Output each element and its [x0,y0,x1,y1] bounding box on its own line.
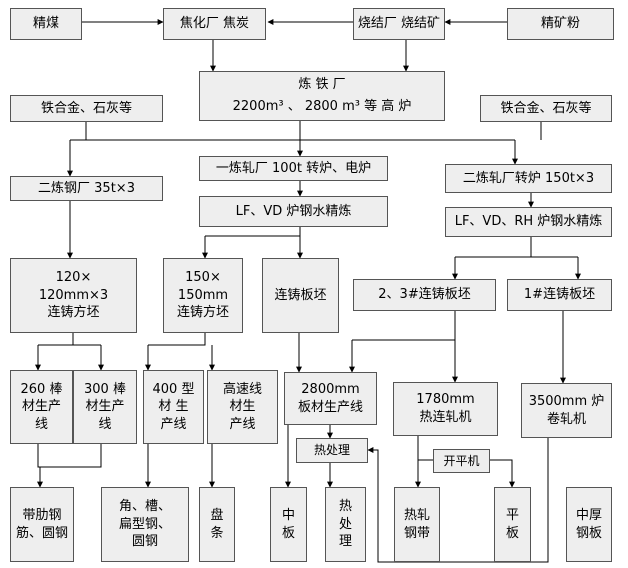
connector-refine-right-split [455,237,532,258]
node-heat-treat: 热处理 [296,438,368,463]
node-coking: 焦化厂 焦炭 [163,8,266,40]
arrow-mill3500-heat [367,438,549,563]
connector-billet150-split [148,333,206,346]
node-mill-highspeed: 高速线 材生 产线 [207,370,278,444]
node-label: 1780mm 热连轧机 [416,392,475,425]
node-mill1780: 1780mm 热连轧机 [393,382,498,436]
node-label: 连铸板坯 [274,287,327,303]
node-label: 焦化厂 焦炭 [179,16,250,32]
node-jingkuangfen: 精矿粉 [507,8,614,40]
node-label: 角、槽、 扁型钢、 圆钢 [118,499,171,550]
node-label: 150× 150mm 连铸方坯 [176,270,229,321]
node-billet120: 120× 120mm×3 连铸方坯 [10,258,137,333]
node-ironworks: 炼 铁 厂 2200m³ 、 2800 m³ 等 高 炉 [199,71,445,121]
node-slab-2-3: 2、3#连铸板坯 [353,279,496,311]
node-jingmei: 精煤 [10,8,82,40]
node-label: 一炼轧厂 100t 转炉、电炉 [215,160,372,176]
node-label: 二炼轧厂转炉 150t×3 [462,170,595,186]
node-prod-flat: 平 板 [494,487,531,562]
node-prod-thick: 中厚 钢板 [566,487,612,562]
node-label: 120× 120mm×3 连铸方坯 [38,270,109,321]
node-plant1: 一炼轧厂 100t 转炉、电炉 [199,156,388,181]
node-slab-1: 1#连铸板坯 [507,279,612,311]
node-prod-hotstrip: 热轧 钢带 [394,487,440,562]
node-label: 热 处 理 [338,499,352,550]
node-label: 带肋钢 筋、圆钢 [15,507,68,541]
node-label: 3500mm 炉 卷轧机 [528,393,605,427]
node-label: 二炼钢厂 35t×3 [38,180,135,196]
node-prod-plate: 中 板 [270,487,307,562]
node-label: 平 板 [505,507,519,541]
node-prod-rebar: 带肋钢 筋、圆钢 [10,487,74,562]
connector-ironworks-split [70,121,301,141]
node-label: 热处理 [313,443,350,458]
node-prod-heat: 热 处 理 [325,487,366,562]
node-label: 高速线 材生 产线 [222,381,262,432]
node-label: LF、VD、RH 炉钢水精炼 [454,214,603,230]
node-mill260: 260 棒 材生产 线 [10,370,73,444]
node-label: 2、3#连铸板坯 [378,287,471,303]
node-leveler: 开平机 [433,449,490,473]
node-label: 400 型 材 生 产线 [152,381,195,432]
node-label: 烧结厂 烧结矿 [357,16,441,32]
node-label: 铁合金、石灰等 [500,100,592,116]
arrow-leveler-flat [490,459,515,488]
node-plant2-right: 二炼轧厂转炉 150t×3 [445,164,612,193]
ironworks-title: 炼 铁 厂 [298,77,346,93]
node-plant2-left: 二炼钢厂 35t×3 [10,176,163,201]
node-label: 中 板 [281,507,295,541]
node-mill400: 400 型 材 生 产线 [143,370,204,444]
node-label: 260 棒 材生产 线 [20,381,63,432]
node-ferroalloy-right: 铁合金、石灰等 [480,95,612,122]
connector-slab23-split [352,311,456,341]
node-label: 2800mm 板材生产线 [297,381,363,415]
node-ferroalloy-left: 铁合金、石灰等 [10,95,163,122]
node-slab-cc: 连铸板坯 [262,258,339,333]
node-refine-lf-vd-rh: LF、VD、RH 炉钢水精炼 [445,207,612,237]
node-label: 精煤 [32,16,59,32]
node-prod-coil: 盘 条 [199,487,235,562]
node-label: 开平机 [443,453,480,468]
node-label: 铁合金、石灰等 [40,100,132,116]
node-billet150: 150× 150mm 连铸方坯 [163,258,243,333]
node-label: LF、VD 炉钢水精炼 [235,203,352,219]
ironworks-detail: 2200m³ 、 2800 m³ 等 高 炉 [232,99,412,114]
connector-refine-split [205,227,301,237]
node-sinter: 烧结厂 烧结矿 [353,8,445,40]
node-prod-section: 角、槽、 扁型钢、 圆钢 [101,487,189,562]
node-mill3500: 3500mm 炉 卷轧机 [521,383,612,438]
node-mill2800: 2800mm 板材生产线 [284,372,377,425]
node-label: 精矿粉 [540,16,580,32]
node-label: 热轧 钢带 [403,507,430,541]
node-label: 1#连铸板坯 [523,287,596,303]
node-label: 盘 条 [210,507,224,541]
node-mill300: 300 棒 材生产 线 [73,370,137,444]
connector-billet120-split [38,333,74,346]
node-refine-lf-vd: LF、VD 炉钢水精炼 [199,196,388,227]
node-label: 中厚 钢板 [575,507,602,541]
node-label: 300 棒 材生产 线 [84,381,126,432]
connector-mill260-300-merge [37,444,102,468]
